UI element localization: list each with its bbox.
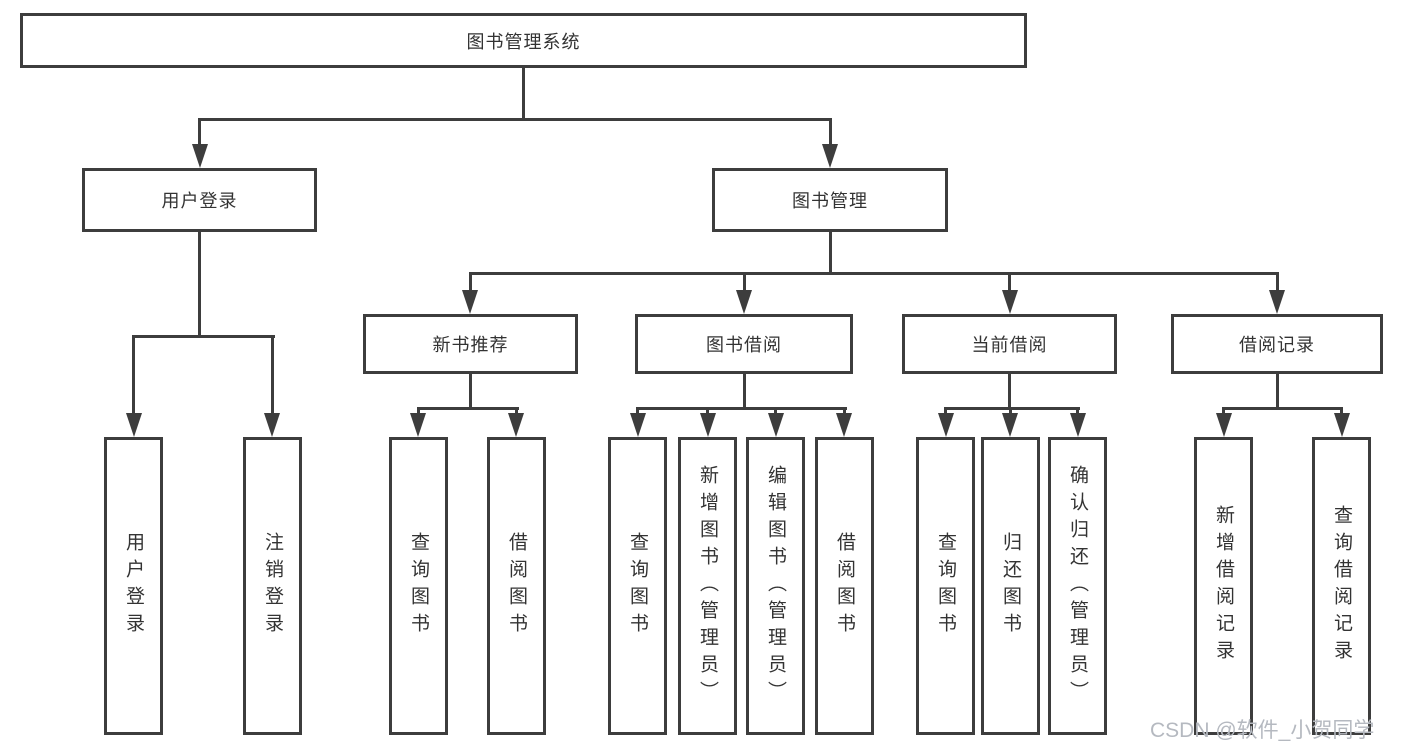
leaf-label: 归还图书 xyxy=(1000,532,1021,640)
connector-drop xyxy=(706,407,709,415)
leaf-label: 借阅图书 xyxy=(834,532,855,640)
arrowhead-icon xyxy=(700,413,716,437)
leaf-label: 查询图书 xyxy=(408,532,429,640)
connector-drop xyxy=(843,407,846,415)
connector-drop xyxy=(1008,272,1011,292)
arrowhead-icon xyxy=(736,290,752,314)
arrowhead-icon xyxy=(630,413,646,437)
connector-drop xyxy=(743,272,746,292)
arrowhead-icon xyxy=(1216,413,1232,437)
connector-vline xyxy=(829,232,832,275)
connector-hline xyxy=(944,407,1080,410)
arrowhead-icon xyxy=(410,413,426,437)
connector-hline xyxy=(132,335,275,338)
arrowhead-icon xyxy=(508,413,524,437)
leaf-query-books-recommend: 查询图书 xyxy=(389,437,448,735)
arrowhead-icon xyxy=(822,144,838,168)
leaf-add-borrow-record: 新增借阅记录 xyxy=(1194,437,1253,735)
leaf-label: 新增借阅记录 xyxy=(1213,505,1234,667)
connector-drop xyxy=(944,407,947,415)
arrowhead-icon xyxy=(192,144,208,168)
node-borrowing-records: 借阅记录 xyxy=(1171,314,1383,374)
connector-hline xyxy=(1222,407,1343,410)
connector-drop xyxy=(1009,407,1012,415)
arrowhead-icon xyxy=(836,413,852,437)
leaf-label: 查询图书 xyxy=(935,532,956,640)
leaf-label: 注销登录 xyxy=(262,532,283,640)
connector-vline xyxy=(1276,374,1279,410)
leaf-borrow-books-borrowing: 借阅图书 xyxy=(815,437,874,735)
leaf-label: 查询借阅记录 xyxy=(1331,505,1352,667)
node-book-borrowing: 图书借阅 xyxy=(635,314,853,374)
connector-drop xyxy=(469,272,472,292)
connector-vline xyxy=(743,374,746,410)
leaf-user-login: 用户登录 xyxy=(104,437,163,735)
connector-drop xyxy=(1340,407,1343,415)
connector-vline xyxy=(469,374,472,410)
leaf-borrow-books-recommend: 借阅图书 xyxy=(487,437,546,735)
leaf-label: 编辑图书（管理员） xyxy=(765,464,786,708)
arrowhead-icon xyxy=(1070,413,1086,437)
leaf-label: 用户登录 xyxy=(123,532,144,640)
leaf-label: 查询图书 xyxy=(627,532,648,640)
node-book-management: 图书管理 xyxy=(712,168,948,232)
watermark: CSDN @软件_小贺同学 xyxy=(1150,719,1375,742)
arrowhead-icon xyxy=(938,413,954,437)
leaf-confirm-return-admin: 确认归还（管理员） xyxy=(1048,437,1107,735)
leaf-query-books-borrowing: 查询图书 xyxy=(608,437,667,735)
connector-hline xyxy=(198,118,832,121)
connector-drop xyxy=(271,335,274,415)
node-current-borrowing: 当前借阅 xyxy=(902,314,1117,374)
node-user-login: 用户登录 xyxy=(82,168,317,232)
arrowhead-icon xyxy=(126,413,142,437)
connector-hline xyxy=(469,272,1279,275)
leaf-query-borrow-record: 查询借阅记录 xyxy=(1312,437,1371,735)
leaf-label: 确认归还（管理员） xyxy=(1067,464,1088,708)
leaf-label: 借阅图书 xyxy=(506,532,527,640)
arrowhead-icon xyxy=(1334,413,1350,437)
leaf-label: 新增图书（管理员） xyxy=(697,464,718,708)
leaf-edit-book-admin: 编辑图书（管理员） xyxy=(746,437,805,735)
leaf-query-books-current: 查询图书 xyxy=(916,437,975,735)
connector-drop xyxy=(132,335,135,415)
arrowhead-icon xyxy=(462,290,478,314)
connector-drop xyxy=(1076,407,1079,415)
connector-vline xyxy=(522,68,525,121)
arrowhead-icon xyxy=(264,413,280,437)
connector-drop xyxy=(1276,272,1279,292)
leaf-logout-login: 注销登录 xyxy=(243,437,302,735)
connector-drop xyxy=(774,407,777,415)
leaf-return-books: 归还图书 xyxy=(981,437,1040,735)
arrowhead-icon xyxy=(768,413,784,437)
arrowhead-icon xyxy=(1269,290,1285,314)
connector-drop xyxy=(636,407,639,415)
connector-vline xyxy=(1008,374,1011,410)
connector-drop xyxy=(515,407,518,415)
connector-vline xyxy=(198,232,201,338)
connector-hline xyxy=(417,407,519,410)
arrowhead-icon xyxy=(1002,290,1018,314)
connector-hline xyxy=(636,407,847,410)
arrowhead-icon xyxy=(1002,413,1018,437)
node-library-system: 图书管理系统 xyxy=(20,13,1027,68)
connector-drop xyxy=(417,407,420,415)
leaf-add-book-admin: 新增图书（管理员） xyxy=(678,437,737,735)
node-new-book-recommend: 新书推荐 xyxy=(363,314,578,374)
connector-drop xyxy=(829,118,832,146)
connector-drop xyxy=(198,118,201,146)
connector-drop xyxy=(1222,407,1225,415)
